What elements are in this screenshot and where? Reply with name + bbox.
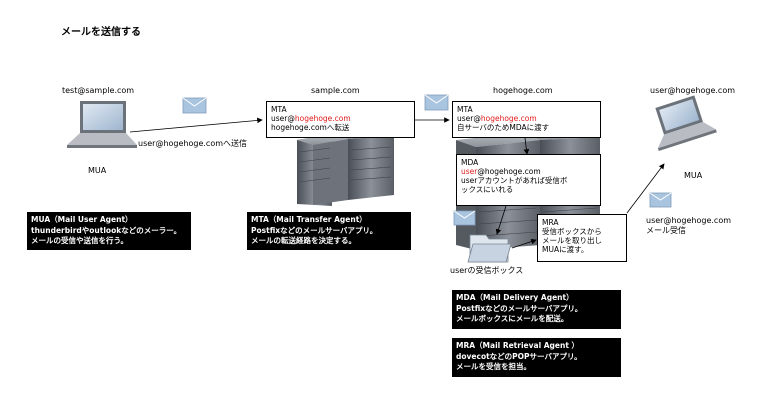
page-title: メールを送信する	[61, 27, 141, 38]
send-label: user@hogehoge.comへ送信	[138, 139, 248, 148]
arrow-inbox-to-mra	[511, 238, 537, 249]
mta-hogehoge-note: 自サーバのためMDAに渡す	[457, 123, 550, 132]
mua-note: MUA（Mail User Agent） thunderbirdやoutlook…	[27, 212, 191, 250]
mda-note-title: MDA（Mail Delivery Agent）	[456, 293, 574, 302]
envelope-icon-4	[649, 192, 672, 208]
arrow-mda-to-inbox	[495, 205, 507, 235]
mda-note-1: userアカウントがあれば受信ボ	[461, 176, 568, 185]
mra-title: MRA	[542, 218, 559, 227]
inbox-label: userの受信ボックス	[450, 266, 524, 275]
receiver-email: user@hogehoge.com	[650, 86, 736, 95]
laptop-sender-icon	[67, 101, 137, 148]
mda-title: MDA	[461, 158, 479, 167]
envelope-icon-3	[453, 210, 476, 226]
mda-box: MDA user@hogehoge.com userアカウントがあれば受信ボ ッ…	[456, 154, 601, 206]
mda-note: MDA（Mail Delivery Agent） Postfixなどのメールサー…	[452, 290, 621, 329]
mra-note-line2: メールを受信を担当。	[456, 362, 531, 371]
mua-note-title: MUA（Mail User Agent）	[31, 215, 133, 224]
arrow-mra-to-mua	[626, 163, 665, 214]
mda-note-line1: Postfixなどのメールサーバアプリ。	[456, 303, 583, 313]
mda-address: user@hogehoge.com	[461, 167, 541, 176]
envelope-icon-2	[424, 94, 449, 111]
server-sample-icon	[297, 131, 394, 206]
mta-sample-box: MTA user@hogehoge.com hogehoge.comへ転送	[266, 101, 415, 138]
mta-note: MTA（Mail Transfer Agent） Postfixなどのメールサー…	[247, 212, 411, 250]
mra-note-title: MRA（Mail Retrieval Agent ）	[456, 341, 580, 350]
mta-note-line2: メールの転送経路を決定する。	[251, 236, 356, 245]
mra-box: MRA 受信ボックスから メールを取り出し MUAに渡す。	[537, 214, 627, 262]
receiver-recv-label: メール受信	[646, 226, 686, 235]
mta-sample-address: user@hogehoge.com	[271, 114, 351, 123]
receiver-mua-label: MUA	[684, 171, 703, 180]
hogehoge-host-label: hogehoge.com	[493, 86, 553, 95]
mta-hogehoge-title: MTA	[457, 105, 473, 114]
mda-note-line2: メールボックスにメールを配送。	[456, 314, 569, 323]
mta-hogehoge-box: MTA user@hogehoge.com 自サーバのためMDAに渡す	[452, 101, 601, 138]
mta-sample-note: hogehoge.comへ転送	[271, 123, 350, 132]
receiver-recv-email: user@hogehoge.com	[646, 216, 732, 225]
mda-note-2: ックスにいれる	[461, 185, 514, 194]
mra-note-line1: dovecotなどのPOPサーバアプリ。	[456, 351, 582, 361]
mta-note-title: MTA（Mail Transfer Agent）	[251, 215, 367, 224]
inbox-folder-icon	[467, 234, 512, 263]
arrow-mta-to-mda	[523, 137, 530, 155]
arrow-mua-to-mta	[129, 117, 263, 133]
mua-note-line1: thunderbirdやoutlookなどのメーラー。	[31, 225, 182, 235]
mra-note: MRA（Mail Retrieval Agent ） dovecotなどのPOP…	[452, 338, 621, 377]
mua-note-line2: メールの受信や送信を行う。	[31, 236, 129, 245]
sender-email: test@sample.com	[62, 86, 135, 95]
mta-note-line1: Postfixなどのメールサーバアプリ。	[251, 225, 378, 235]
envelope-icon-1	[182, 97, 207, 114]
sample-host-label: sample.com	[311, 86, 360, 95]
mta-sample-title: MTA	[271, 105, 287, 114]
laptop-receiver-icon	[655, 95, 717, 152]
mra-note-1: 受信ボックスから	[542, 227, 602, 236]
mta-hogehoge-address: user@hogehoge.com	[457, 114, 537, 123]
mra-note-2: メールを取り出し	[542, 236, 602, 245]
mra-note-3: MUAに渡す。	[542, 245, 589, 254]
sender-mua-label: MUA	[88, 166, 107, 175]
